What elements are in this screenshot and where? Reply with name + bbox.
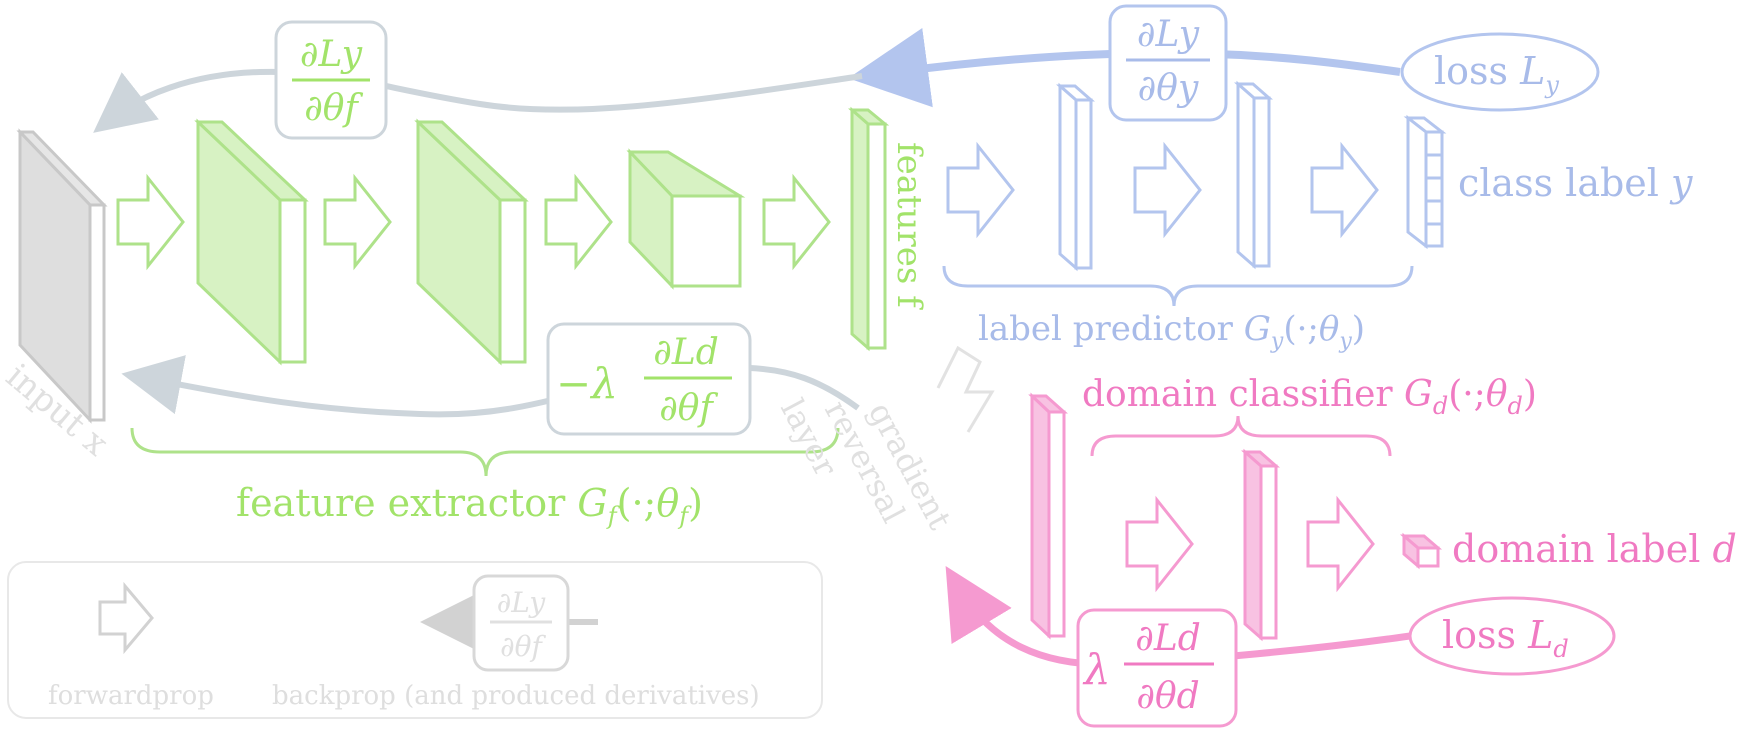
class-label: class label y — [1458, 161, 1693, 205]
svg-text:−λ: −λ — [556, 359, 618, 408]
features-label: features f — [889, 142, 929, 310]
forward-arrow — [323, 173, 392, 271]
fc-layer-y2 — [1234, 80, 1273, 270]
forward-arrow — [762, 173, 831, 271]
fc-layer-d2 — [1241, 448, 1280, 642]
svg-text:λ: λ — [1082, 645, 1111, 694]
class-output-vector — [1403, 114, 1447, 250]
grl-label: gradient reversal layer — [773, 357, 964, 580]
gradient-reversal-icon — [936, 345, 995, 433]
forward-arrow — [946, 141, 1015, 239]
domain-classifier-label: domain classifier Gd(·;θd) — [1082, 374, 1537, 420]
feature-vector-block — [848, 106, 890, 352]
svg-text:∂θf: ∂θf — [304, 88, 363, 129]
legend-backprop-label: backprop (and produced derivatives) — [272, 681, 760, 711]
backprop-ld-grey — [121, 355, 860, 418]
input-image-block — [16, 128, 108, 424]
svg-text:∂Ly: ∂Ly — [497, 586, 547, 619]
domain-classifier-brace — [1090, 415, 1392, 457]
legend-panel: forwardprop ∂Ly ∂θf backprop (and produc… — [7, 561, 823, 719]
derivative-box-ly-thetay: ∂Ly ∂θy — [1108, 4, 1228, 122]
forward-arrow — [116, 173, 185, 271]
feature-extractor-brace — [130, 427, 840, 477]
loss-y-label: loss Ly — [1434, 49, 1559, 99]
forward-arrow — [544, 173, 613, 271]
fc-layer-y1 — [1056, 82, 1095, 272]
conv-block-1 — [194, 118, 309, 366]
svg-text:∂Ld: ∂Ld — [653, 332, 719, 373]
conv-block-2 — [414, 118, 529, 366]
svg-text:∂θy: ∂θy — [1138, 68, 1199, 109]
label-predictor-label: label predictor Gy(·;θy) — [978, 309, 1365, 354]
label-predictor-brace — [942, 265, 1414, 307]
svg-text:∂θf: ∂θf — [659, 388, 718, 429]
loss-d-label: loss Ld — [1442, 613, 1569, 663]
derivative-box-neg-lambda-ld-thetaf: −λ ∂Ld ∂θf — [546, 322, 752, 436]
forward-arrow — [1306, 495, 1375, 593]
svg-text:∂Ly: ∂Ly — [300, 34, 363, 75]
backprop-ly-grey — [93, 68, 863, 133]
domain-label: domain label d — [1452, 527, 1737, 571]
derivative-box-lambda-ld-thetad: λ ∂Ld ∂θd — [1076, 608, 1238, 728]
domain-output-cube — [1399, 532, 1443, 570]
svg-text:∂Ly: ∂Ly — [1137, 14, 1200, 55]
legend-forward-arrow — [98, 581, 154, 655]
svg-text:∂Ld: ∂Ld — [1135, 618, 1201, 659]
feature-extractor-label: feature extractor Gf(·;θf) — [236, 481, 703, 530]
loss-y-ellipse — [1400, 32, 1600, 112]
forward-arrow — [1133, 141, 1202, 239]
legend-derivative-box: ∂Ly ∂θf — [472, 574, 570, 672]
derivative-box-ly-thetaf: ∂Ly ∂θf — [274, 20, 388, 140]
conv-block-3 — [626, 148, 746, 290]
svg-text:∂θd: ∂θd — [1136, 676, 1199, 717]
svg-text:∂θf: ∂θf — [500, 630, 546, 663]
forward-arrow — [1125, 495, 1194, 593]
forward-arrow — [1310, 141, 1379, 239]
legend-forwardprop-label: forwardprop — [48, 681, 214, 711]
fc-layer-d1 — [1028, 392, 1068, 640]
